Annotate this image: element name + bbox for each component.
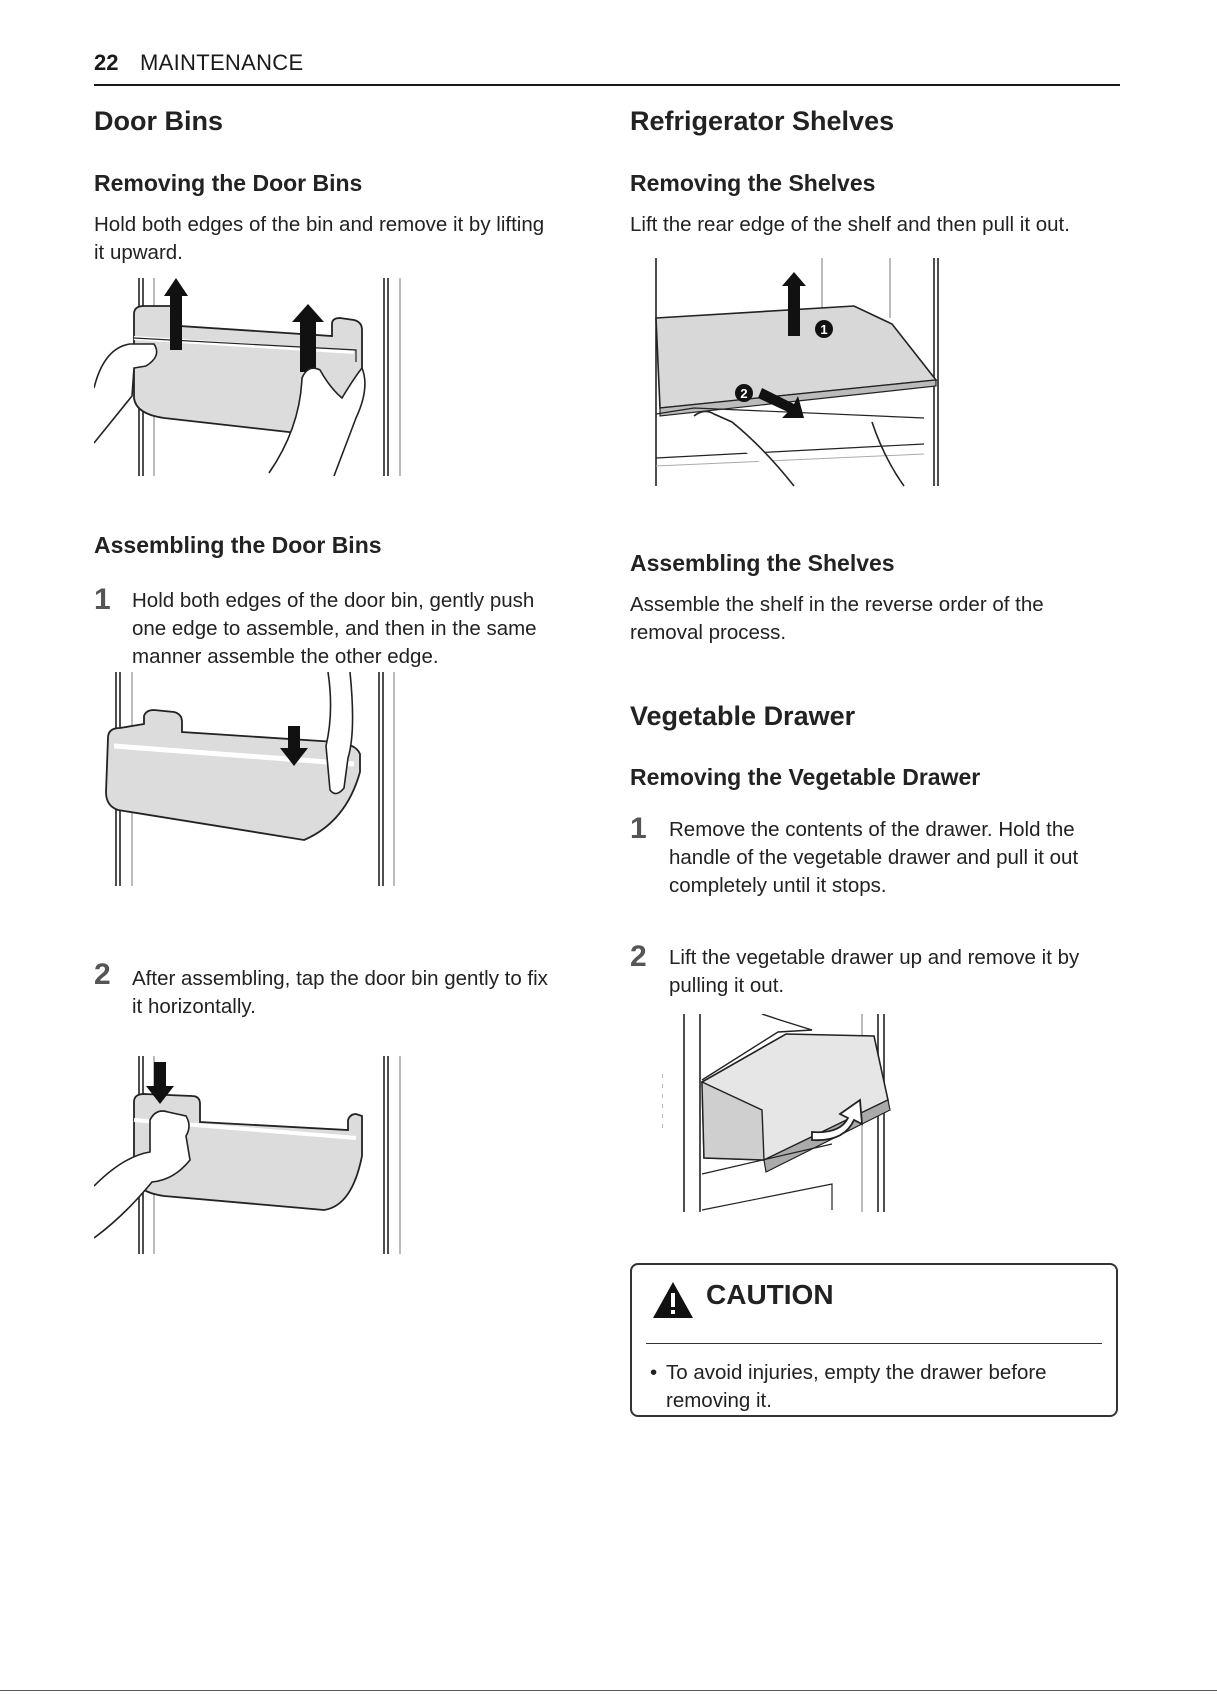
drawer-step-1-line-1: Remove the contents of the drawer. Hold … xyxy=(669,818,1075,841)
door-bins-title: Door Bins xyxy=(94,106,224,136)
caution-line-1: To avoid injuries, empty the drawer befo… xyxy=(666,1361,1047,1384)
drawer-step-2-number: 2 xyxy=(630,940,647,973)
vegetable-drawer-title: Vegetable Drawer xyxy=(630,701,856,731)
caution-box: CAUTION • To avoid injuries, empty the d… xyxy=(630,1263,1118,1417)
assembling-shelves-title: Assembling the Shelves xyxy=(630,550,895,576)
drawer-step-2-line-1: Lift the vegetable drawer up and remove … xyxy=(669,946,1080,969)
shelf-marker-2: 2 xyxy=(740,386,747,401)
caution-title: CAUTION xyxy=(706,1279,834,1310)
shelf-marker-1: 1 xyxy=(820,322,827,337)
door-bin-tap-illustration xyxy=(94,1056,401,1254)
assembling-step-1-line-3: manner assemble the other edge. xyxy=(132,645,439,668)
removing-door-bins-title: Removing the Door Bins xyxy=(94,170,363,196)
shelf-removal-illustration: 1 2 xyxy=(655,258,939,487)
assembling-door-bins-title: Assembling the Door Bins xyxy=(94,532,382,558)
drawer-step-1-number: 1 xyxy=(630,812,647,845)
assembling-shelves-line-1: Assemble the shelf in the reverse order … xyxy=(630,593,1044,616)
vegetable-drawer-illustration xyxy=(662,1014,891,1212)
caution-bullet: • xyxy=(650,1361,658,1384)
caution-line-2: removing it. xyxy=(666,1389,772,1412)
page-bottom-rule xyxy=(0,1690,1217,1703)
assembling-step-1-line-1: Hold both edges of the door bin, gently … xyxy=(132,589,535,612)
removing-door-bins-text-2: it upward. xyxy=(94,241,183,264)
assembling-step-2-line-2: it horizontally. xyxy=(132,995,256,1018)
step-2-number: 2 xyxy=(94,958,111,991)
warning-triangle-icon xyxy=(653,1282,693,1318)
step-1-number: 1 xyxy=(94,583,111,616)
drawer-step-1-line-3: completely until it stops. xyxy=(669,874,887,897)
removing-vegetable-drawer-title: Removing the Vegetable Drawer xyxy=(630,764,981,790)
page-number: 22 xyxy=(94,50,119,75)
removing-shelves-text: Lift the rear edge of the shelf and then… xyxy=(630,213,1070,236)
removing-shelves-title: Removing the Shelves xyxy=(630,170,876,196)
assembling-shelves-line-2: removal process. xyxy=(630,621,787,644)
section-name: MAINTENANCE xyxy=(140,50,304,75)
door-bin-assembly-illustration xyxy=(105,672,395,886)
drawer-step-2-line-2: pulling it out. xyxy=(669,974,785,997)
page-header: 22 MAINTENANCE xyxy=(94,48,1120,86)
caution-text: To avoid injuries, empty the drawer befo… xyxy=(666,1359,1106,1415)
assembling-step-1-line-2: one edge to assemble, and then in the sa… xyxy=(132,617,537,640)
door-bin-removal-illustration xyxy=(94,278,401,477)
refrigerator-shelves-title: Refrigerator Shelves xyxy=(630,106,895,136)
removing-door-bins-text-1: Hold both edges of the bin and remove it… xyxy=(94,213,545,236)
caution-divider xyxy=(646,1343,1102,1344)
drawer-step-1-line-2: handle of the vegetable drawer and pull … xyxy=(669,846,1079,869)
assembling-step-2-line-1: After assembling, tap the door bin gentl… xyxy=(132,967,548,990)
